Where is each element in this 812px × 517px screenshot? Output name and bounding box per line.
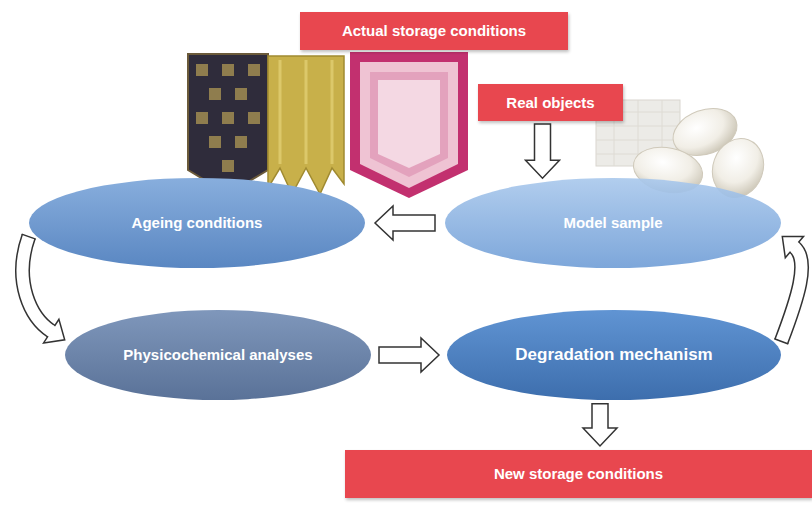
arrow-outline: [23, 237, 52, 332]
process-ellipse: Ageing conditions: [29, 178, 365, 268]
result-band: New storage conditions: [345, 450, 812, 498]
ellipse-fill: [447, 310, 781, 400]
process-ellipse: Physicochemical analyses: [65, 310, 371, 400]
hollow-arrow: [774, 236, 803, 344]
yellow-banner: [268, 56, 344, 194]
dark-banner: [188, 54, 268, 194]
arrow-body: [526, 124, 560, 178]
arrow-head: [44, 319, 65, 343]
arrow-join: [48, 326, 55, 336]
arrow-head: [782, 236, 803, 257]
node-label: Model sample: [563, 214, 662, 232]
ellipse-fill: [65, 310, 371, 400]
ellipse-fill: [29, 178, 365, 268]
arrow-fill: [781, 247, 801, 341]
arrow-cap: [774, 339, 788, 344]
node-label: Degradation mechanism: [515, 345, 712, 365]
arrow-body: [375, 206, 435, 240]
node-label: Physicochemical analyses: [123, 346, 312, 364]
banner-pattern: [196, 64, 260, 172]
arrow-join: [791, 243, 799, 252]
pink-banner-inner: [360, 62, 458, 188]
storage-band: Actual storage conditions: [300, 12, 568, 50]
banner-pictures: [188, 52, 468, 198]
pink-banner-field: [378, 80, 440, 168]
hollow-arrow: [375, 206, 435, 240]
arrow-cap: [22, 234, 36, 239]
hollow-arrow: [526, 124, 560, 178]
node-label: Real objects: [506, 94, 594, 112]
node-label: Actual storage conditions: [342, 22, 526, 40]
hollow-arrow: [379, 338, 439, 372]
arrow-fill: [23, 237, 52, 332]
hollow-arrow: [22, 234, 65, 343]
arrow-outline: [781, 247, 801, 341]
pink-banner: [350, 52, 468, 198]
process-ellipse: Model sample: [445, 178, 781, 268]
node-label: New storage conditions: [494, 465, 663, 483]
hollow-arrow: [583, 404, 617, 446]
pink-banner-center: [370, 72, 448, 177]
banner-stripes: [280, 60, 332, 164]
arrow-body: [583, 404, 617, 446]
node-label: Ageing conditions: [132, 214, 263, 232]
ellipse-fill: [445, 178, 781, 268]
mechanism-ellipse: Degradation mechanism: [447, 310, 781, 400]
arrow-body: [379, 338, 439, 372]
objects-band: Real objects: [478, 84, 623, 121]
